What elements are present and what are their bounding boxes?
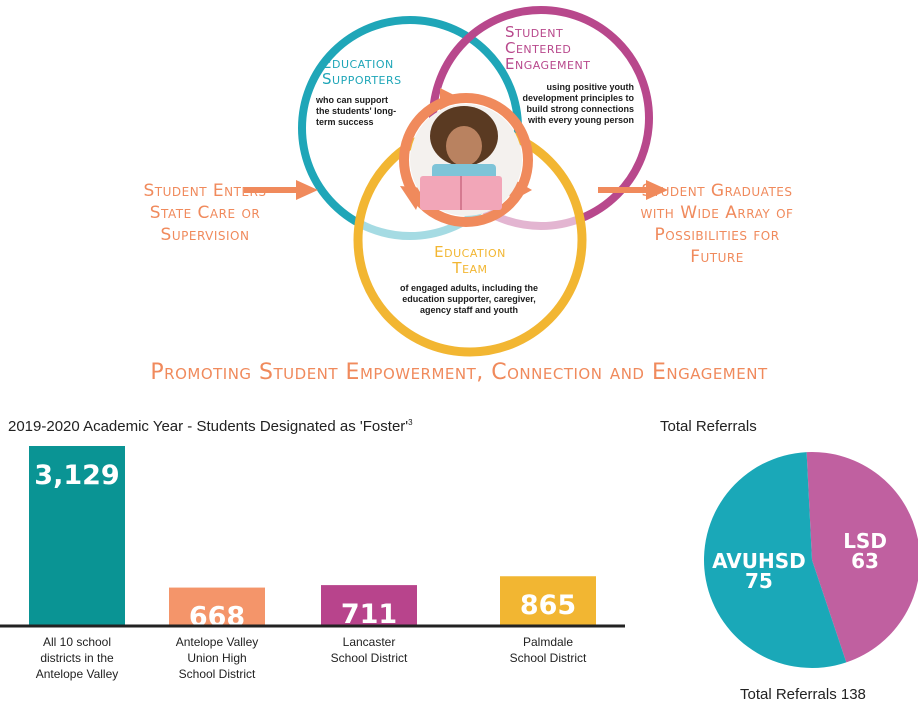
bar-chart-title-footnote: 3	[408, 418, 413, 427]
bar-category-label-line: Palmdale	[522, 635, 574, 649]
pie-total-label: Total Referrals 138	[740, 686, 866, 703]
bar-value-label: 3,129	[34, 460, 119, 491]
bar-category-label-line: School District	[330, 651, 408, 665]
pie-slice-label: LSD	[843, 529, 887, 553]
student-enters-text: Student Enters State Care or Supervision	[143, 181, 267, 245]
bar-category-label-line: All 10 school	[42, 635, 112, 649]
bar-value-label: 865	[520, 590, 576, 621]
education-team-text: of engaged adults, including the educati…	[400, 283, 539, 315]
student-graduates-text: Student Graduates with Wide Array of Pos…	[640, 181, 794, 267]
bar-category-label-line: School District	[509, 651, 587, 665]
education-team-title: Education Team	[434, 243, 506, 277]
pie-slice-value: 75	[745, 569, 773, 593]
bar-chart-title-text: 2019-2020 Academic Year - Students Desig…	[8, 418, 409, 435]
bar-1	[169, 587, 265, 626]
pie-slice-value: 63	[851, 549, 879, 573]
center-ring	[399, 93, 533, 227]
student-engagement-text: using positive youth development princip…	[522, 82, 634, 125]
pie-slice-label: AVUHSD	[712, 549, 806, 573]
bar-category-label-line: Lancaster	[342, 635, 396, 649]
education-supporters-text: who can support the students' long-term …	[316, 95, 397, 127]
bar-0	[29, 446, 125, 626]
bar-category-label-line: Union High	[187, 651, 247, 665]
pie-slice-lsd	[806, 452, 918, 663]
engagement-diagram	[244, 6, 668, 357]
student-engagement-title: Student Centered Engagement	[505, 23, 591, 73]
ring-arrow-top	[440, 88, 462, 110]
bar-3	[500, 576, 596, 626]
bar-2	[321, 585, 417, 626]
ring-arrow-left	[400, 186, 424, 210]
bar-category-label-line: School District	[178, 667, 256, 681]
graduate-arrow	[646, 180, 668, 200]
student-reading-image	[410, 104, 522, 216]
tagline: Promoting Student Empowerment, Connectio…	[150, 360, 768, 385]
bar-category-label-line: Antelope Valley	[175, 635, 259, 649]
pie-slice-avuhsd	[704, 452, 847, 668]
bar-category-label-line: Antelope Valley	[35, 667, 119, 681]
bar-chart-title: 2019-2020 Academic Year - Students Desig…	[8, 418, 413, 435]
pie-chart-title: Total Referrals	[660, 418, 757, 435]
bar-category-label-line: districts in the	[40, 651, 114, 665]
bar-value-label: 668	[189, 602, 245, 633]
education-supporters-title: Education Supporters	[322, 54, 402, 88]
enter-arrow	[296, 180, 318, 200]
